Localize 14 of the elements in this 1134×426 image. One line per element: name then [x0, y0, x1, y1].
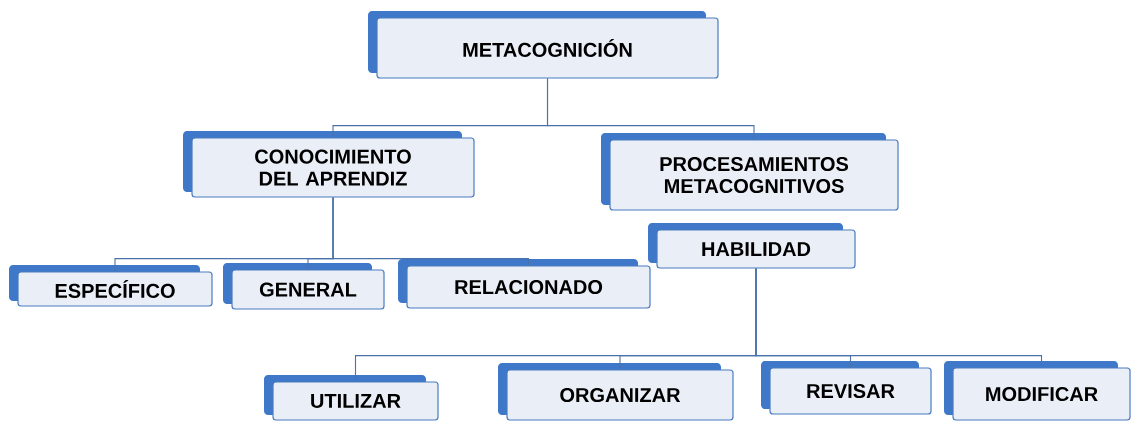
connector-line: [546, 78, 755, 140]
concept-box: HABILIDAD: [648, 223, 856, 269]
concept-box: REVISAR: [761, 361, 932, 415]
concept-box: METACOGNICIÓN: [368, 11, 719, 79]
concept-box: ORGANIZAR: [498, 363, 734, 421]
concept-box: RELACIONADO: [398, 259, 651, 309]
concept-box: UTILIZAR: [264, 375, 439, 421]
concept-box: ESPECÍFICO: [9, 265, 213, 307]
connector-line: [755, 268, 1043, 368]
connector-line: [332, 197, 530, 266]
concept-box: GENERAL: [223, 263, 385, 310]
concept-box: MODIFICAR: [944, 361, 1131, 421]
concept-box: PROCESAMIENTOS METACOGNITIVOS: [601, 133, 899, 211]
concept-box: CONOCIMIENTO DEL APRENDIZ: [183, 131, 475, 198]
